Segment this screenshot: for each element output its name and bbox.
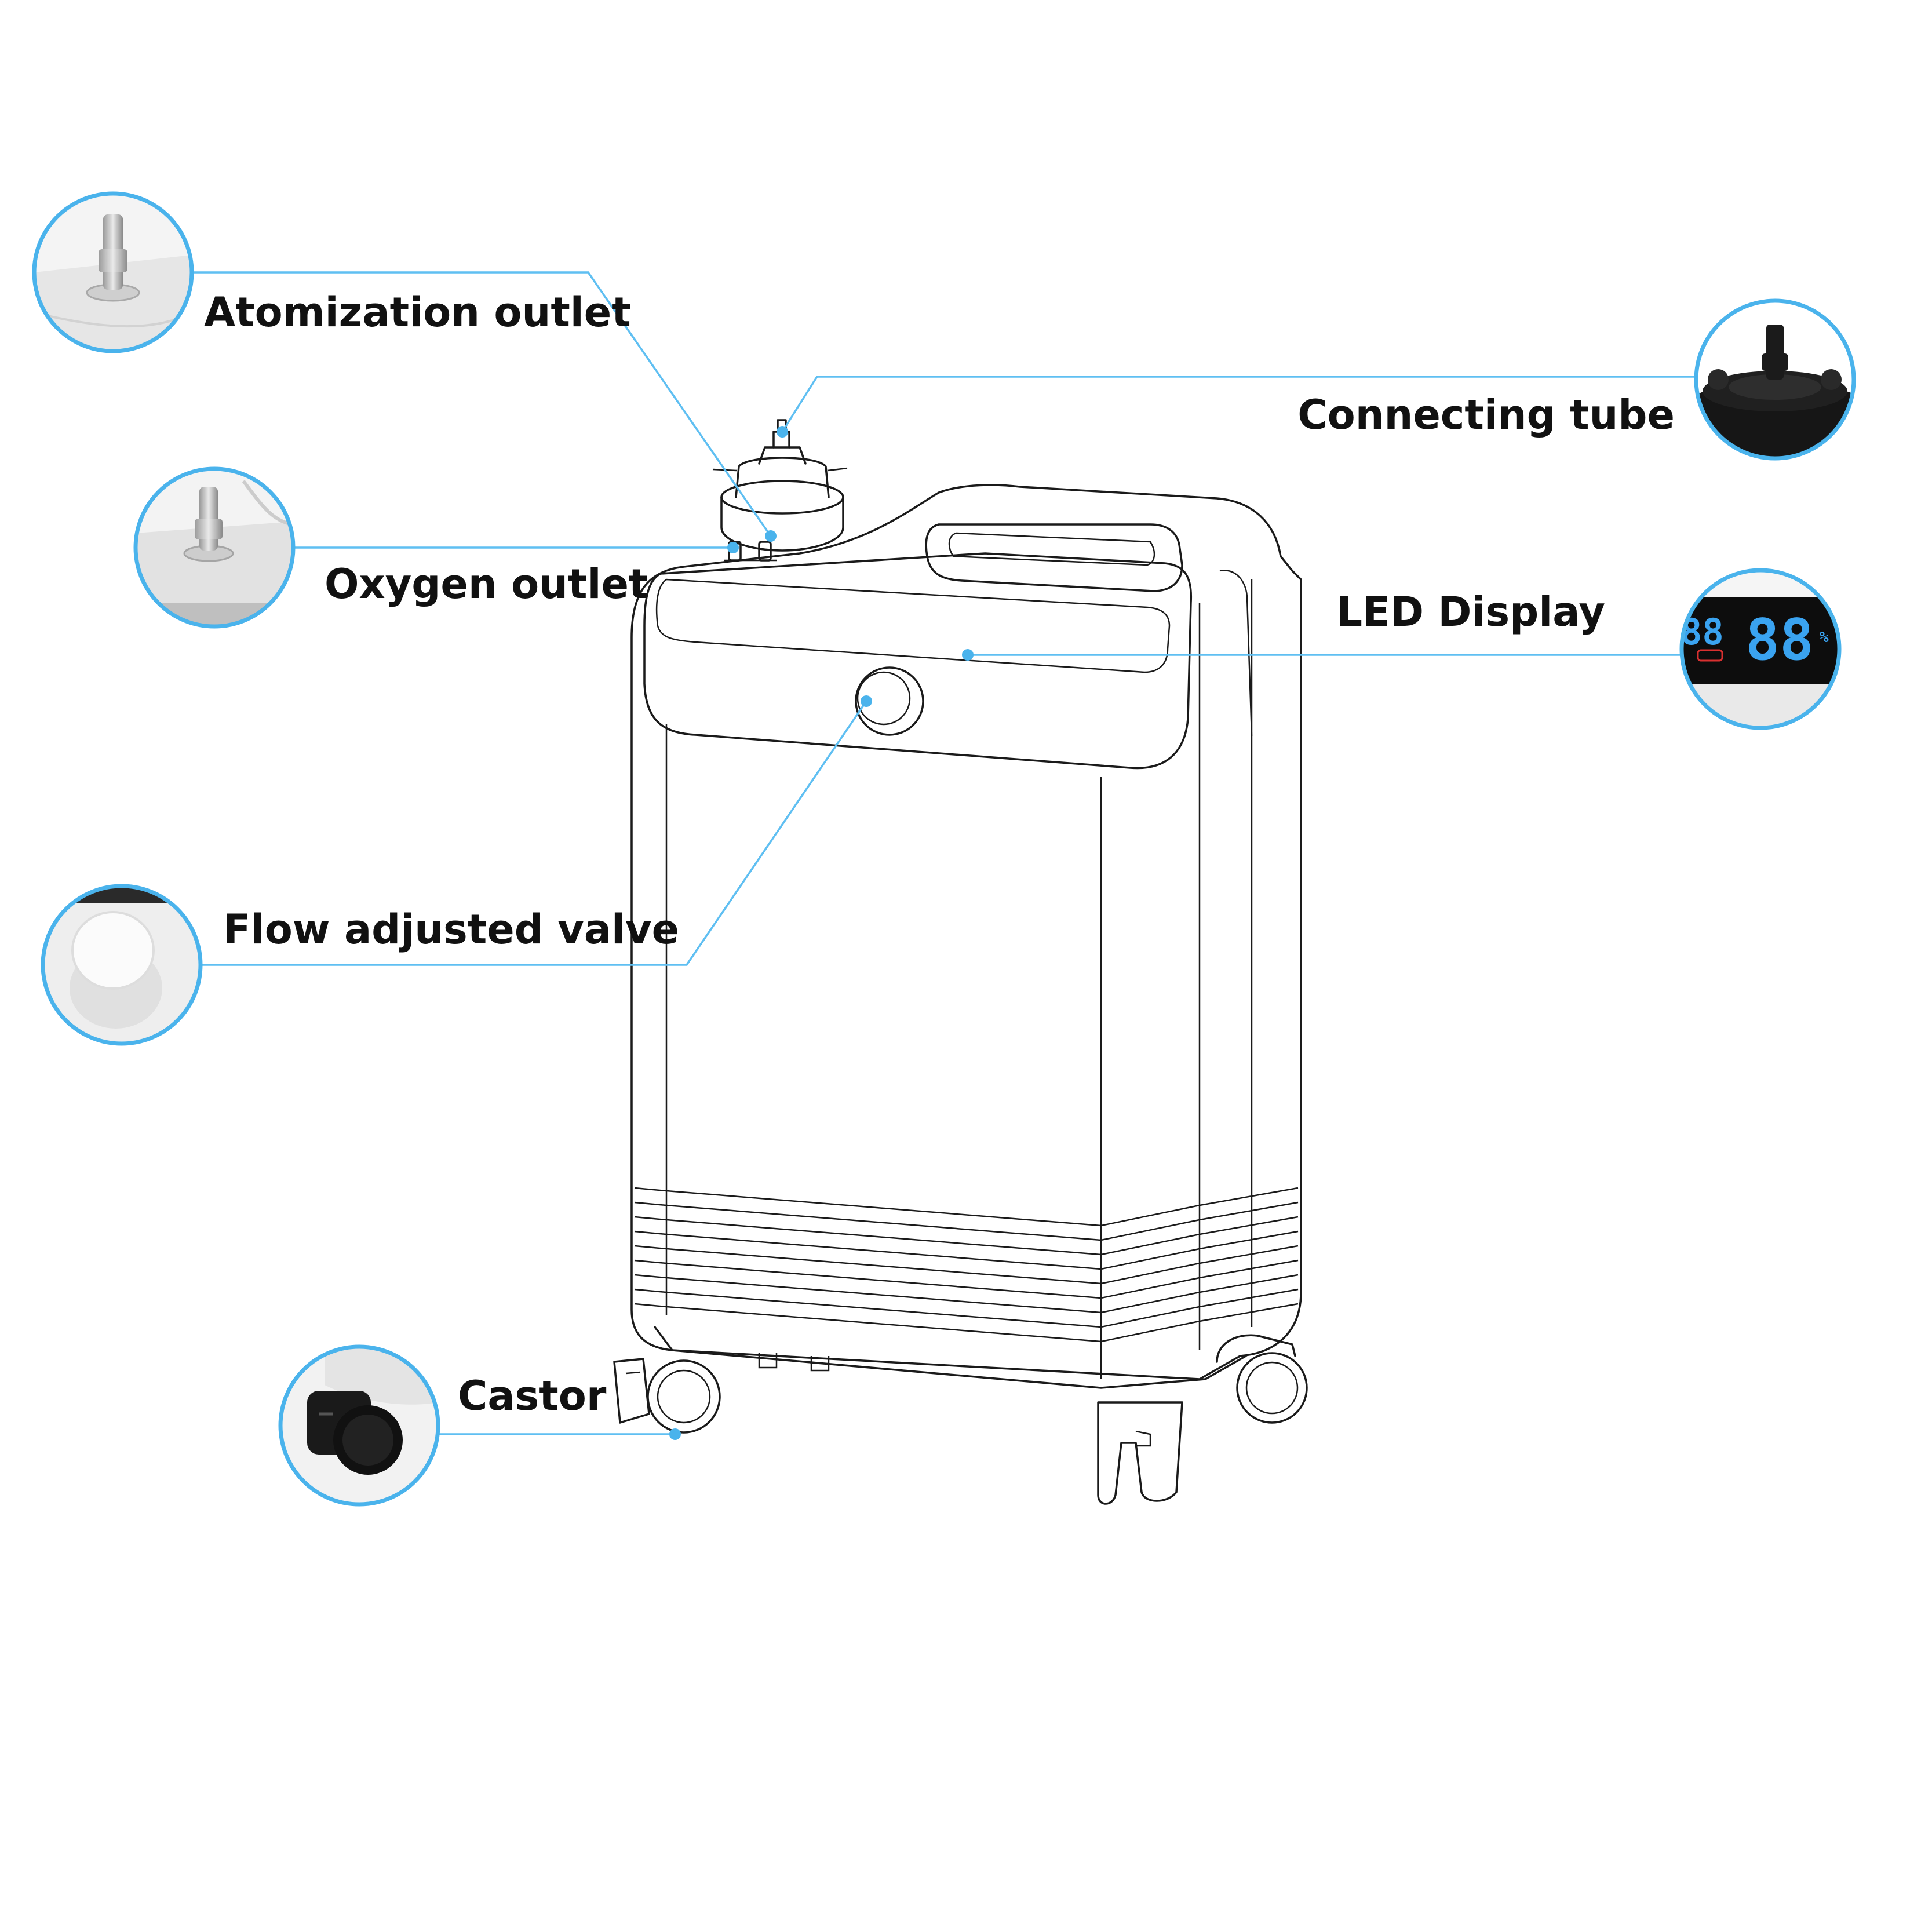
outlet-nozzles xyxy=(724,541,777,562)
oxygen-outlet-label: Oxygen outlet xyxy=(325,560,648,608)
castor-wheels xyxy=(613,1334,1308,1505)
castor-detail xyxy=(278,1344,440,1507)
flow-adjusted-valve-label: Flow adjusted valve xyxy=(223,906,679,953)
led-display-ring xyxy=(1679,568,1842,730)
atomization-outlet-detail xyxy=(32,191,194,353)
castor-ring xyxy=(278,1344,440,1507)
castor-label: Castor xyxy=(458,1372,607,1420)
atomization-outlet-ring xyxy=(32,191,194,353)
atomization-outlet-label: Atomization outlet xyxy=(204,289,631,336)
connecting-tube-ring xyxy=(1694,298,1856,461)
oxygen-concentrator-drawing xyxy=(613,419,1308,1505)
flow-valve-detail xyxy=(41,884,203,1046)
led-display-detail: 88 88 % xyxy=(1679,568,1842,730)
oxygen-outlet-ring xyxy=(133,466,296,629)
connecting-tube-label: Connecting tube xyxy=(1297,391,1675,439)
led-unit: % xyxy=(1820,629,1829,646)
led-right-digits: 88 xyxy=(1745,607,1814,673)
flow-valve-ring xyxy=(41,884,203,1046)
humidifier-bottle xyxy=(712,419,848,552)
led-display-label: LED Display xyxy=(1337,588,1605,636)
vent-grille xyxy=(634,1187,1299,1343)
connecting-tube-detail xyxy=(1694,298,1856,461)
callout-leaders xyxy=(191,271,1695,1440)
oxygen-outlet-detail xyxy=(133,466,296,629)
